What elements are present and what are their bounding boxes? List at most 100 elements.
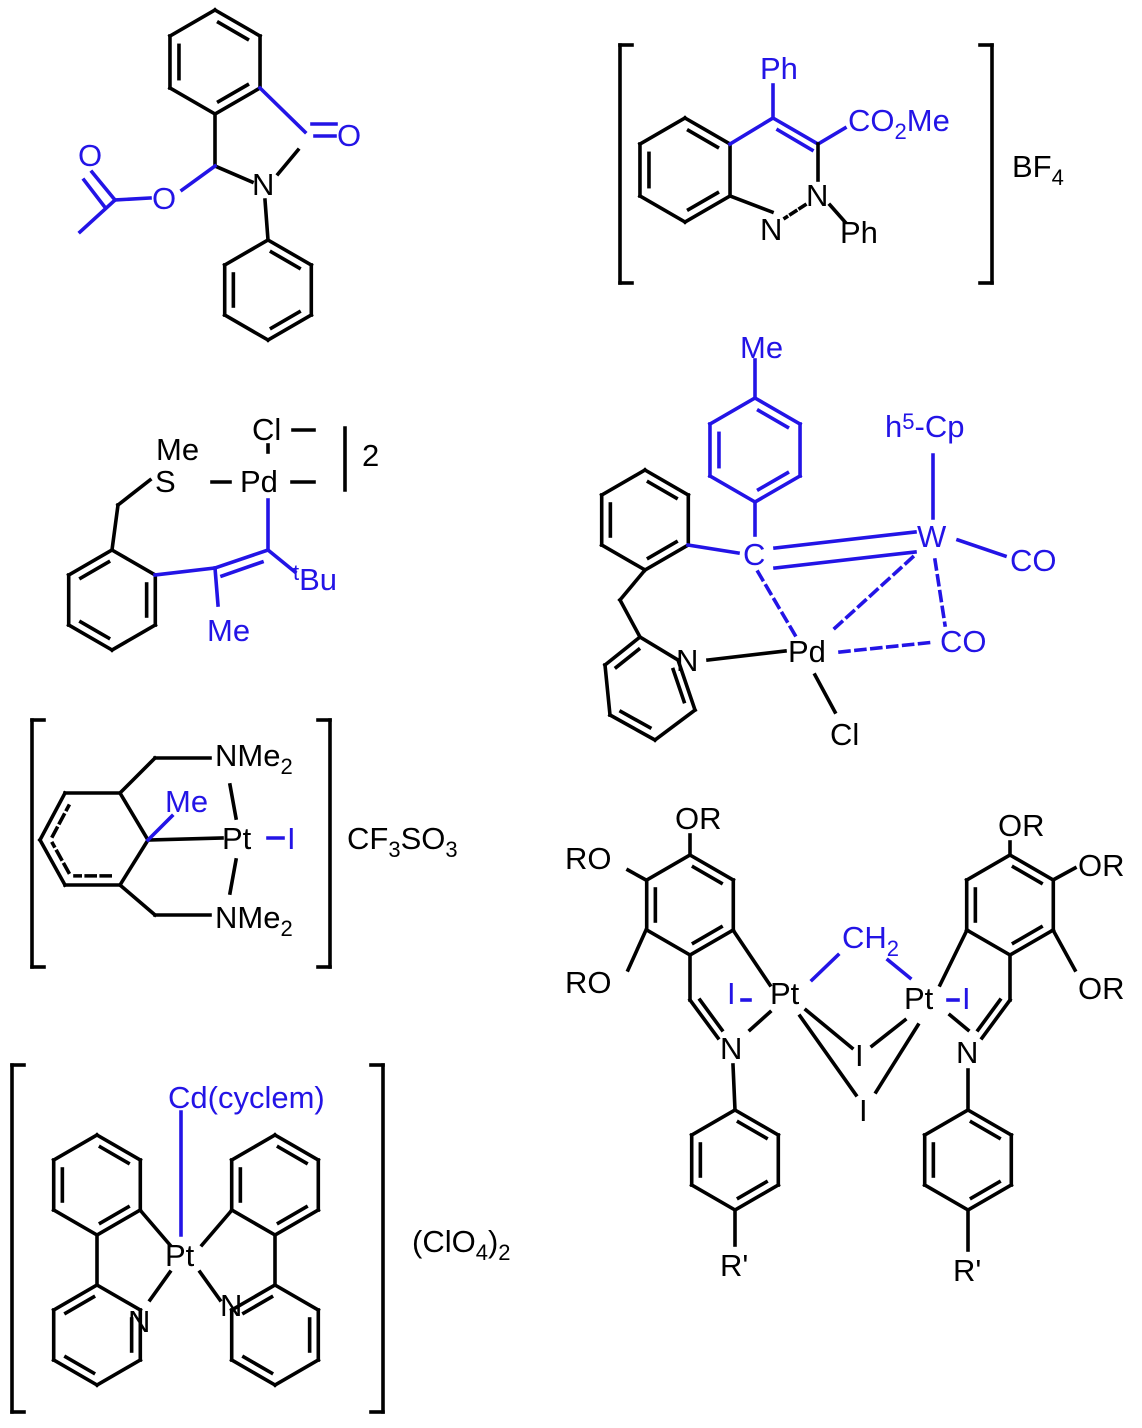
bond [199, 1207, 235, 1248]
atom-o: O [78, 138, 102, 173]
bond [869, 1017, 908, 1049]
atom-pt: Pt [222, 821, 252, 856]
bond [625, 927, 649, 973]
bond [727, 115, 776, 147]
structure-pt-ppy-cd: Cd(cyclem) Pt N N (ClO4)2 [128, 1080, 511, 1339]
bond [687, 852, 736, 883]
bond [675, 657, 698, 713]
bond [775, 127, 815, 153]
bond [1007, 852, 1056, 883]
ph-label: Ph [840, 215, 878, 250]
bond [272, 1357, 321, 1388]
bond [730, 927, 773, 988]
bond [947, 1012, 971, 1033]
structure-pt-pincer: NMe2 Me Pt I NMe2 CF3SO3 [165, 738, 458, 941]
atom-i: I [962, 981, 971, 1016]
bond [269, 249, 302, 271]
atom-n: N [760, 212, 782, 247]
bond [269, 309, 302, 331]
bond [809, 952, 841, 983]
me-label: Me [165, 784, 208, 819]
bond [797, 1013, 859, 1098]
bond [689, 1182, 738, 1213]
bond [932, 557, 948, 628]
ro-label: RO [565, 965, 612, 1000]
bond [167, 85, 218, 117]
bond [607, 712, 658, 743]
bond [179, 163, 218, 193]
atom-s: S [155, 464, 176, 499]
bond [98, 1144, 131, 1166]
atom-pt: Pt [904, 981, 934, 1016]
bond [979, 997, 1013, 1041]
bond [756, 408, 790, 430]
bond [212, 163, 255, 185]
bond [773, 550, 917, 570]
bond [686, 190, 720, 212]
bond [682, 115, 733, 147]
bond [827, 202, 848, 225]
bond [838, 640, 937, 654]
bond [66, 547, 115, 578]
atom-n: N [220, 1288, 242, 1323]
ch2-label: CH2 [842, 920, 899, 961]
bond [646, 479, 679, 501]
r-label: R' [720, 1248, 748, 1283]
atom-c: C [743, 537, 765, 572]
bond [922, 1182, 971, 1213]
bond [637, 115, 688, 147]
bond [66, 622, 115, 653]
bond [773, 530, 917, 550]
atom-n: N [806, 178, 828, 213]
ph-label: Ph [760, 51, 798, 86]
bond [272, 1282, 321, 1313]
bond [644, 852, 693, 883]
bond [782, 202, 808, 221]
bond [222, 312, 271, 343]
bond [618, 709, 653, 731]
bond [94, 1207, 143, 1238]
bond [625, 867, 649, 883]
bond [752, 395, 803, 427]
bond [691, 924, 724, 946]
bond [81, 177, 107, 209]
bond [1011, 864, 1044, 886]
bond [755, 569, 798, 638]
bond [727, 193, 775, 215]
bond [964, 852, 1013, 883]
bond [109, 502, 121, 553]
bond [37, 790, 68, 843]
bond [229, 1132, 278, 1163]
bond [94, 1357, 143, 1388]
bond [687, 927, 736, 958]
structure-diplatinum: OR RO RO OR OR OR CH2 I Pt Pt I N N I I … [565, 801, 1125, 1288]
bond [197, 1269, 223, 1303]
bond [652, 707, 698, 743]
bond [706, 649, 787, 662]
bond [146, 836, 224, 842]
bond [685, 542, 741, 556]
bond [969, 1119, 1002, 1141]
atom-cl: Cl [252, 412, 281, 447]
bond [265, 312, 314, 343]
ro-label: RO [565, 841, 612, 876]
bond [637, 634, 681, 663]
bond [94, 1282, 143, 1313]
atom-i: I [287, 821, 296, 856]
bond [265, 237, 314, 268]
bond [78, 559, 111, 581]
me-label: Me [207, 613, 250, 648]
bond [732, 1107, 781, 1138]
bond [63, 1294, 96, 1316]
structure-isoindolinone: O N O O [78, 118, 361, 216]
atom-n: N [676, 643, 698, 678]
bond [646, 539, 679, 561]
bond [1050, 927, 1078, 973]
tbu-label: tBu [293, 560, 337, 597]
bond [691, 864, 724, 886]
bond [276, 1204, 309, 1226]
atom-w: W [917, 519, 947, 554]
bond [276, 1144, 309, 1166]
bond [975, 997, 1003, 1033]
atom-o: O [337, 118, 361, 153]
